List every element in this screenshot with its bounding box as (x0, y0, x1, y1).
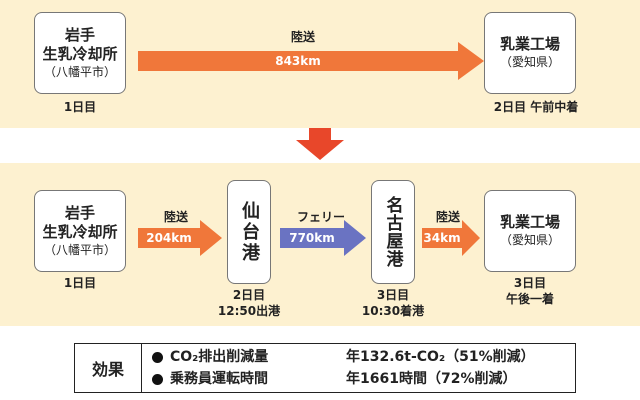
leg1-label: 陸送 (163, 210, 188, 224)
top-destination-node: 乳業工場 （愛知県） (484, 12, 576, 94)
leg1-arrow-shape (138, 220, 222, 256)
origin-prefecture: 岩手 (64, 25, 95, 44)
origin-prefecture: 岩手 (64, 203, 95, 222)
leg3-arrow-shape (422, 220, 480, 256)
effect-driving-value: 年1661時間（72%削減） (346, 371, 517, 387)
destination-prefecture: （愛知県） (499, 55, 560, 69)
sendai-port-node: 仙台港 (227, 180, 271, 284)
effect-driving-label: 乗務員運転時間 (170, 371, 268, 387)
bullet-icon (152, 351, 163, 363)
bullet-icon (152, 373, 163, 385)
top-distance: 843km (275, 54, 321, 68)
sendai-port-name: 仙台港 (239, 200, 260, 264)
top-land-arrow-shape (138, 42, 484, 80)
leg2-arrow-shape (280, 220, 366, 256)
top-origin-day: 1日目 (63, 100, 97, 114)
bottom-origin-node: 岩手 生乳冷却所 （八幡平市） (34, 190, 126, 272)
destination-prefecture: （愛知県） (499, 233, 560, 247)
destination-name: 乳業工場 (499, 213, 560, 231)
top-origin-node: 岩手 生乳冷却所 （八幡平市） (34, 12, 126, 94)
top-transport-label: 陸送 (290, 30, 315, 44)
bottom-destination-node: 乳業工場 （愛知県） (484, 190, 576, 272)
effect-title: 効果 (75, 344, 142, 392)
top-destination-day: 2日目 午前中着 (493, 100, 579, 114)
origin-facility: 生乳冷却所 (42, 222, 118, 241)
bottom-origin-day: 1日目 (63, 276, 97, 290)
nagoya-port-time: 10:30着港 (361, 304, 425, 318)
effect-co2-value: 年132.6t-CO₂（51%削減） (346, 349, 535, 365)
leg3-label: 陸送 (435, 210, 460, 224)
nagoya-port-name: 名古屋港 (382, 196, 403, 268)
origin-city: （八幡平市） (43, 64, 116, 79)
effect-row-driving-time: 乗務員運転時間 年1661時間（72%削減） (152, 368, 565, 390)
effect-rows: CO₂排出削減量 年132.6t-CO₂（51%削減） 乗務員運転時間 年166… (142, 344, 575, 392)
sendai-port-day: 2日目 (232, 288, 266, 302)
nagoya-port-day: 3日目 (376, 288, 410, 302)
nagoya-port-node: 名古屋港 (371, 180, 415, 284)
effect-box: 効果 CO₂排出削減量 年132.6t-CO₂（51%削減） 乗務員運転時間 年… (74, 343, 576, 393)
origin-facility: 生乳冷却所 (42, 44, 118, 63)
transition-down-arrow (296, 128, 344, 160)
bottom-destination-day: 3日目 (513, 276, 547, 290)
leg3-distance: 34km (423, 231, 461, 245)
top-land-arrow: 843km (138, 42, 484, 80)
leg2-distance: 770km (289, 231, 335, 245)
effect-co2-label: CO₂排出削減量 (170, 349, 269, 365)
leg2-label: フェリー (296, 210, 345, 224)
leg2-ferry-arrow: 770km (280, 220, 366, 256)
origin-city: （八幡平市） (43, 242, 116, 257)
destination-name: 乳業工場 (499, 35, 560, 53)
bottom-destination-time: 午後一着 (505, 292, 554, 306)
leg1-land-arrow: 204km (138, 220, 222, 256)
leg3-land-arrow: 34km (422, 220, 480, 256)
effect-row-co2: CO₂排出削減量 年132.6t-CO₂（51%削減） (152, 346, 565, 368)
sendai-port-time: 12:50出港 (217, 304, 281, 318)
leg1-distance: 204km (146, 231, 192, 245)
